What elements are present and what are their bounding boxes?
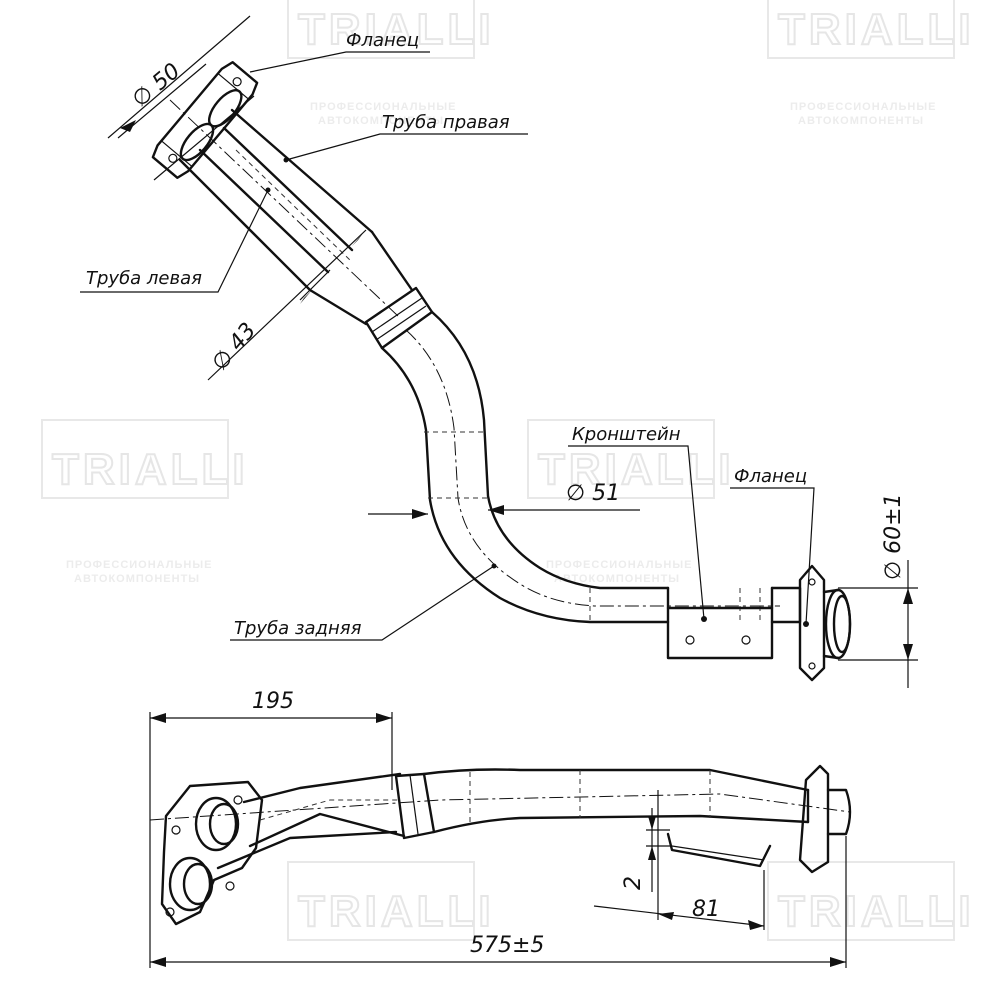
watermark-tagline: ПРОФЕССИОНАЛЬНЫЕ xyxy=(790,101,936,113)
label-flange-top: Фланец xyxy=(346,30,419,51)
watermark-tagline: АВТОКОМПОНЕНТЫ xyxy=(74,573,200,585)
watermark-brand: TRIALLI xyxy=(538,445,735,494)
watermark-tagline: ПРОФЕССИОНАЛЬНЫЕ xyxy=(546,559,692,571)
label-pipe-left: Труба левая xyxy=(86,268,202,289)
dim-len81: 81 xyxy=(692,897,720,922)
right-flange xyxy=(798,564,826,682)
dim-d43: ∅ 43 xyxy=(207,318,261,376)
side-view xyxy=(149,764,852,926)
watermark-tagline: ПРОФЕССИОНАЛЬНЫЕ xyxy=(310,101,456,113)
side-flange xyxy=(160,780,264,926)
watermark-tagline: АВТОКОМПОНЕНТЫ xyxy=(798,115,924,127)
watermark-frame xyxy=(767,0,955,59)
watermark-brand: TRIALLI xyxy=(298,887,495,936)
watermark-frame xyxy=(41,419,229,499)
watermark-frame xyxy=(527,419,715,499)
watermark-tagline: АВТОКОМПОНЕНТЫ xyxy=(554,573,680,585)
dim-d51: ∅ 51 xyxy=(566,481,620,506)
watermark-brand: TRIALLI xyxy=(298,5,495,54)
watermark-frame xyxy=(287,861,475,941)
label-flange-right: Фланец xyxy=(734,466,807,487)
bracket xyxy=(666,606,774,660)
watermark-brand: TRIALLI xyxy=(52,445,249,494)
watermark-group: TRIALLI TRIALLI ПРОФЕССИОНАЛЬНЫЕ АВТОКОМ… xyxy=(41,0,975,941)
dim-d60: ∅ 60±1 xyxy=(881,493,906,580)
dim-d50: ∅ 50 xyxy=(128,59,186,113)
dim-len195: 195 xyxy=(252,689,294,714)
label-bracket: Кронштейн xyxy=(572,424,681,445)
watermark-frame xyxy=(767,861,955,941)
leader-flange-right xyxy=(730,487,815,625)
leader-bracket xyxy=(568,445,705,620)
label-pipe-rear: Труба задняя xyxy=(234,618,362,639)
top-flange xyxy=(151,61,259,179)
top-view xyxy=(151,61,852,682)
side-annotations: 195 575±5 81 2 xyxy=(149,689,847,968)
leader-pipe-rear xyxy=(230,565,495,641)
dim-len575: 575±5 xyxy=(470,933,544,958)
watermark-brand: TRIALLI xyxy=(778,887,975,936)
leader-pipe-left xyxy=(80,189,269,293)
dim-len2: 2 xyxy=(621,876,646,890)
watermark-tagline: АВТОКОМПОНЕНТЫ xyxy=(318,115,444,127)
leader-flange-top xyxy=(249,51,430,73)
watermark-brand: TRIALLI xyxy=(778,5,975,54)
watermark-tagline: ПРОФЕССИОНАЛЬНЫЕ xyxy=(66,559,212,571)
leader-pipe-right xyxy=(285,133,528,161)
watermark-frame xyxy=(287,0,475,59)
label-pipe-right: Труба правая xyxy=(382,112,510,133)
